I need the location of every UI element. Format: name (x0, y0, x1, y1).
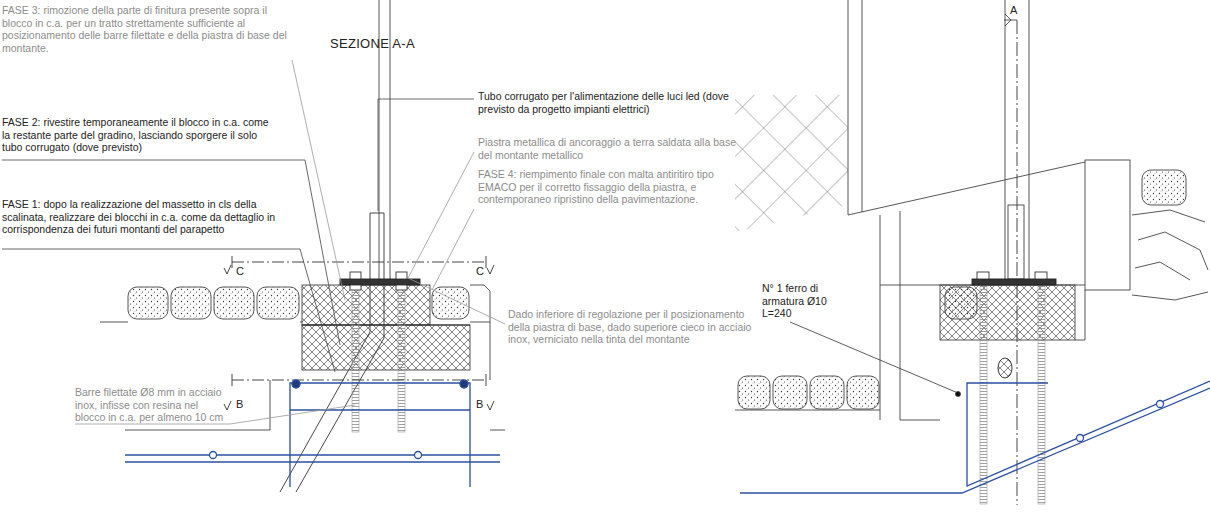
part-label: Barre filettate Ø8 mm in acciaio inox, i… (75, 386, 227, 424)
section-mark: A (1010, 4, 1017, 17)
phase-note: FASE 1: dopo la realizzazione del masset… (2, 198, 294, 236)
part-label: N° 1 ferro di armatura Ø10 L=240 (762, 282, 854, 320)
section-mark: B (236, 398, 243, 411)
phase-note: FASE 4: riempimento finale con malta ant… (478, 168, 750, 206)
section-mark: B (476, 398, 483, 411)
section-title: SEZIONE A-A (330, 36, 415, 51)
rebar-side (740, 381, 1210, 493)
part-label: Dado inferiore di regolazione per il pos… (508, 308, 758, 346)
phase-note: FASE 3: rimozione della parte di finitur… (2, 4, 290, 54)
part-label: Piastra metallica di ancoraggio a terra … (478, 136, 740, 161)
leader-lines-side (790, 322, 961, 397)
phase-note: FASE 2: rivestire temporaneamente il blo… (2, 116, 274, 154)
leader-lines (2, 60, 505, 424)
part-label: Tubo corrugato per l'alimentazione delle… (478, 90, 753, 115)
section-mark: C (476, 265, 484, 278)
side-view (735, 0, 1208, 505)
section-mark: C (236, 265, 244, 278)
